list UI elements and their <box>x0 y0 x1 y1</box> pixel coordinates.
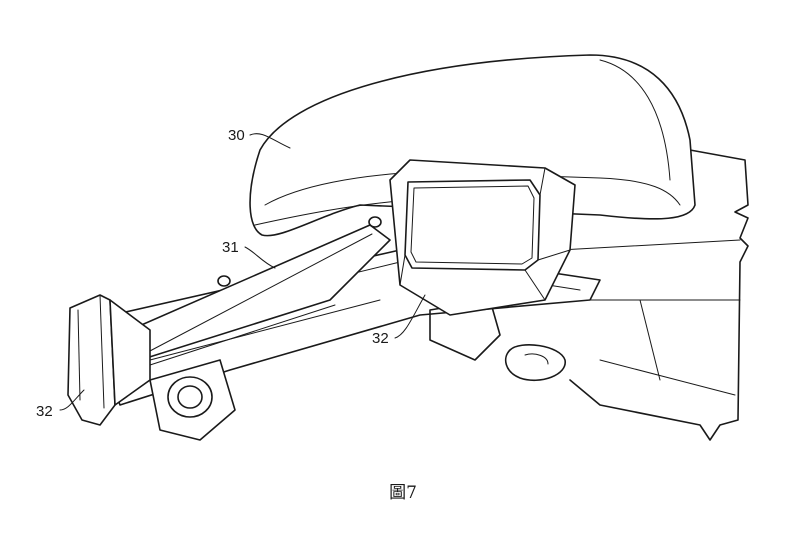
vehicle-frame <box>504 149 749 441</box>
leader-lines <box>59 133 426 411</box>
seat <box>249 54 696 237</box>
label-32-front: 32 <box>36 403 53 420</box>
roller <box>149 359 236 441</box>
panel <box>129 216 391 366</box>
display-front <box>67 294 151 426</box>
label-30: 30 <box>228 127 245 144</box>
figure-caption: 圖7 <box>389 483 417 503</box>
display-rear <box>389 159 576 316</box>
label-31: 31 <box>222 239 239 256</box>
label-32-rear: 32 <box>372 330 389 347</box>
